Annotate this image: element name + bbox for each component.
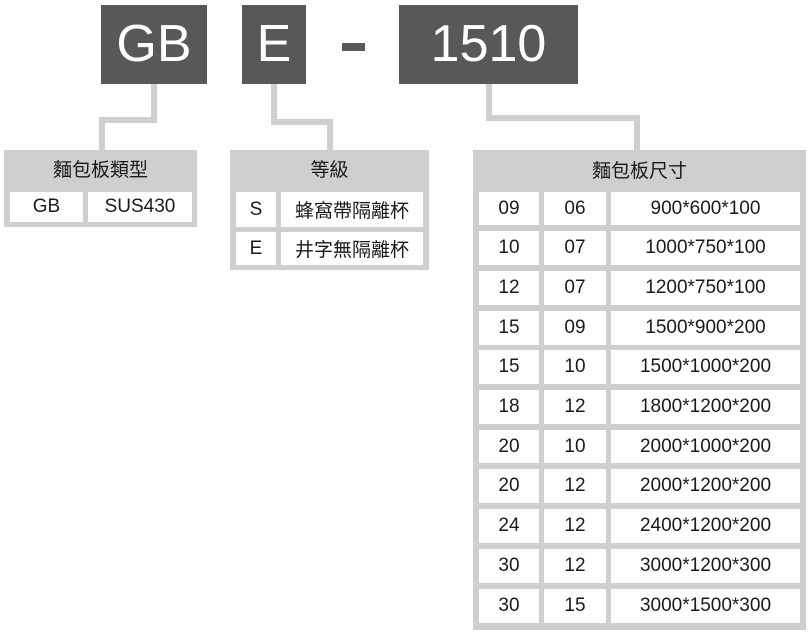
size-dimension-cell: 1500*1000*200 [611,350,800,384]
type-table: 麵包板類型 GB SUS430 [4,150,197,227]
grade-code-cell: S [236,192,276,227]
connector-size [486,84,640,150]
size-dimension-cell: 3000*1500*300 [611,589,800,623]
size-table-title: 麵包板尺寸 [591,161,687,182]
size-width-cell: 10 [544,430,606,463]
size-length-cell: 24 [479,509,539,543]
code-type-box: GB [101,5,207,84]
connector-grade [271,84,333,150]
type-table-title: 麵包板類型 [52,160,148,181]
size-length-cell: 20 [479,469,539,503]
size-dimension-cell: 1800*1200*200 [611,390,800,424]
size-dimension-cell: 2000*1000*200 [611,430,800,463]
size-width-cell: 12 [544,469,606,503]
size-width-cell: 06 [544,192,606,225]
size-length-cell: 15 [479,350,539,384]
size-dimension-cell: 1000*750*100 [611,231,800,265]
size-table: 麵包板尺寸 09 06 900*600*100 10 07 1000*750*1… [473,150,806,630]
size-length-cell: 15 [479,311,539,345]
size-dimension-cell: 900*600*100 [611,192,800,225]
type-code-cell: GB [10,192,83,222]
size-dimension-cell: 1200*750*100 [611,271,800,305]
grade-desc-cell: 蜂窩帶隔離杯 [281,192,423,227]
size-dimension-cell: 1500*900*200 [611,311,800,345]
size-length-cell: 30 [479,589,539,623]
size-dimension-cell: 3000*1200*300 [611,549,800,583]
size-dimension-cell: 2000*1200*200 [611,469,800,503]
size-width-cell: 07 [544,271,606,305]
connector-type [99,84,157,150]
size-length-cell: 18 [479,390,539,424]
size-width-cell: 12 [544,549,606,583]
size-dimension-cell: 2400*1200*200 [611,509,800,543]
size-width-cell: 09 [544,311,606,345]
grade-code-cell: E [236,232,276,265]
size-length-cell: 30 [479,549,539,583]
grade-table: 等級 S 蜂窩帶隔離杯 E 井字無隔離杯 [230,150,429,270]
size-width-cell: 12 [544,390,606,424]
grade-desc-cell: 井字無隔離杯 [281,232,423,265]
size-width-cell: 07 [544,231,606,265]
size-width-cell: 10 [544,350,606,384]
size-length-cell: 09 [479,192,539,225]
type-material-cell: SUS430 [88,192,192,222]
grade-table-title: 等級 [310,160,349,181]
code-grade-box: E [242,5,306,84]
size-length-cell: 20 [479,430,539,463]
code-separator [342,43,365,51]
size-width-cell: 12 [544,509,606,543]
size-width-cell: 15 [544,589,606,623]
size-length-cell: 12 [479,271,539,305]
code-size-box: 1510 [399,5,578,84]
size-length-cell: 10 [479,231,539,265]
